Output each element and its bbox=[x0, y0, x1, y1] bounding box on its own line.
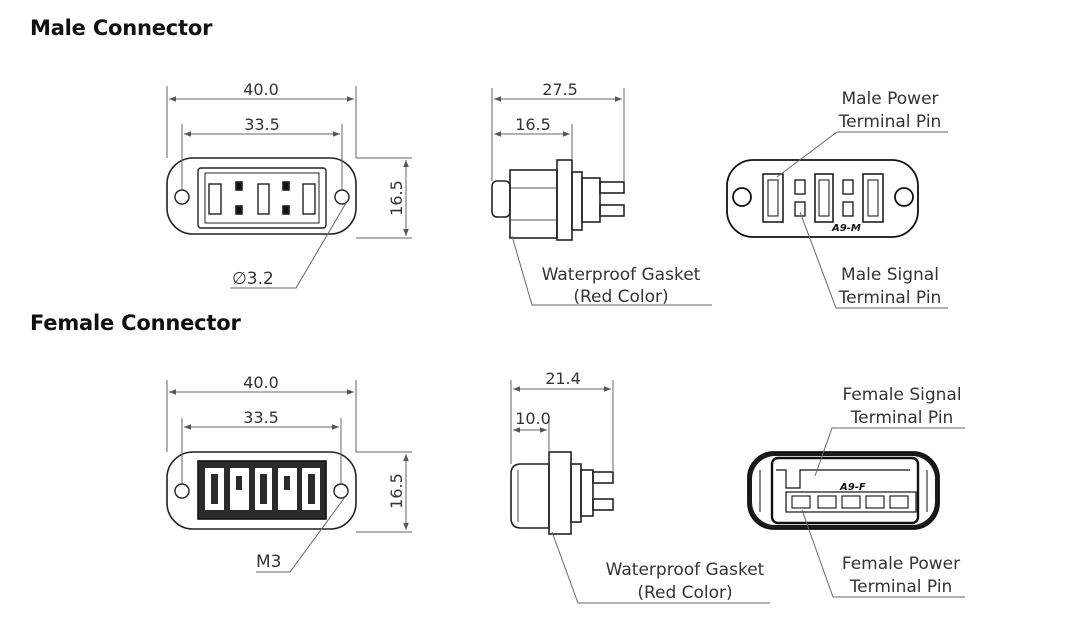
male-signal-label-1: Male Signal bbox=[841, 265, 939, 285]
female-hole-dim: M3 bbox=[256, 552, 281, 572]
female-signal-label-1: Female Signal bbox=[842, 385, 961, 405]
female-side-dimensions bbox=[510, 380, 770, 604]
male-signal-label-2: Terminal Pin bbox=[838, 288, 942, 308]
male-gasket-label-1: Waterproof Gasket bbox=[542, 265, 701, 285]
male-power-label-1: Male Power bbox=[841, 89, 938, 109]
male-hole-dim: ∅3.2 bbox=[232, 269, 274, 289]
female-front-dimensions bbox=[166, 380, 412, 573]
male-front-view bbox=[166, 157, 357, 235]
female-rear-leaders bbox=[801, 427, 965, 598]
female-gasket-label-1: Waterproof Gasket bbox=[606, 560, 765, 580]
male-rear-leaders bbox=[776, 131, 948, 309]
female-flange-depth-dim: 10.0 bbox=[515, 409, 551, 428]
male-gasket-label-2: (Red Color) bbox=[573, 287, 668, 307]
male-connector-heading: Male Connector bbox=[30, 16, 213, 40]
female-front-view bbox=[166, 451, 357, 530]
male-rear-view bbox=[726, 159, 919, 238]
female-connector-heading: Female Connector bbox=[30, 311, 241, 335]
female-rear-view bbox=[747, 451, 940, 530]
male-width-dim: 40.0 bbox=[243, 80, 279, 99]
male-hole-spacing-dim: 33.5 bbox=[244, 115, 280, 134]
male-flange-depth-dim: 16.5 bbox=[515, 115, 551, 134]
male-height-dim: 16.5 bbox=[387, 180, 406, 216]
female-signal-label-2: Terminal Pin bbox=[850, 408, 954, 428]
female-depth-dim: 21.4 bbox=[545, 369, 581, 388]
male-depth-dim: 27.5 bbox=[542, 80, 578, 99]
male-side-dimensions bbox=[491, 88, 712, 306]
female-width-dim: 40.0 bbox=[243, 373, 279, 392]
female-side-view bbox=[510, 451, 614, 535]
female-gasket-label-2: (Red Color) bbox=[637, 583, 732, 603]
male-model-mark: A9-M bbox=[831, 223, 861, 234]
female-height-dim: 16.5 bbox=[387, 473, 406, 509]
female-hole-spacing-dim: 33.5 bbox=[243, 408, 279, 427]
male-power-label-2: Terminal Pin bbox=[838, 112, 942, 132]
female-model-mark: A9-F bbox=[839, 482, 866, 493]
female-power-label-2: Terminal Pin bbox=[849, 577, 953, 597]
female-power-label-1: Female Power bbox=[842, 554, 960, 574]
male-front-dimensions bbox=[166, 86, 412, 289]
male-side-view bbox=[491, 159, 625, 241]
